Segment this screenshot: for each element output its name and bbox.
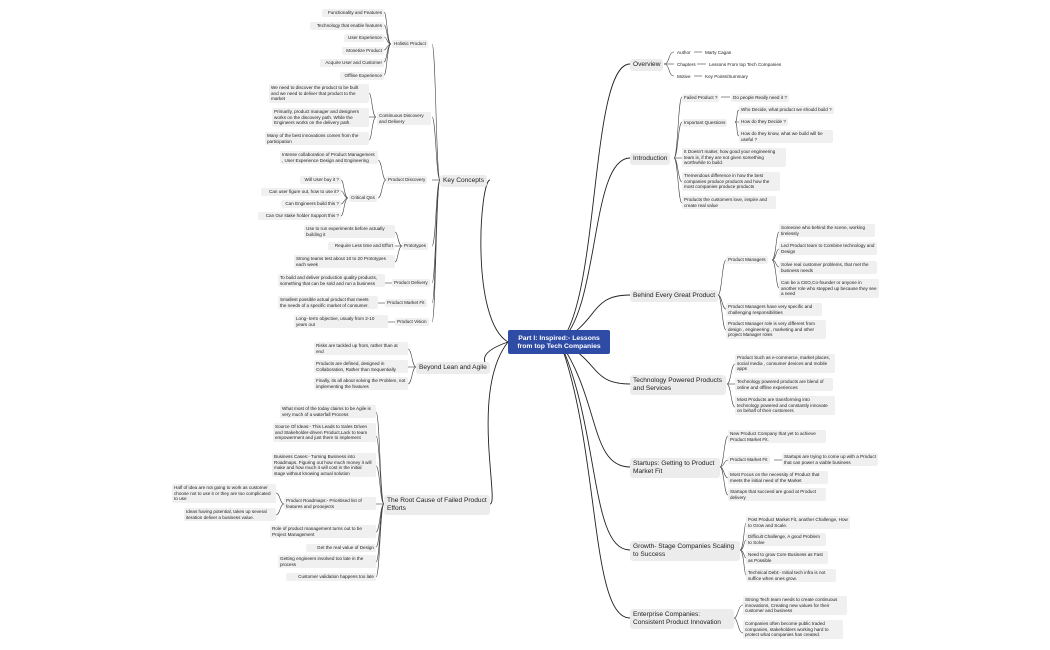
overview-chapters-key[interactable]: Chapters <box>677 62 696 67</box>
root-cause-waterfall[interactable]: What most of the today claims to be Agil… <box>280 405 376 419</box>
intro-question-3[interactable]: How do they know, what we build will be … <box>739 130 833 144</box>
intro-question-2[interactable]: How do they Decide ? <box>739 118 788 126</box>
enterprise-note-1[interactable]: Strong Tech team needs to create continu… <box>743 596 847 615</box>
continuous-item-2[interactable]: Primarily, product manager and designers… <box>272 108 369 127</box>
mvp-text[interactable]: Smallest possible actual product that me… <box>278 296 378 310</box>
topic-introduction[interactable]: Introduction <box>630 153 671 165</box>
root-cause-validation-late[interactable]: Customer validation happens too late <box>286 573 376 581</box>
topic-key-concepts[interactable]: Key Concepts <box>440 175 488 187</box>
topic-beyond-lean-agile[interactable]: Beyond Lean and Agile <box>416 362 490 374</box>
overview-author-key[interactable]: Author <box>677 50 691 55</box>
kc-product-market-fit[interactable]: Product Market Fit <box>385 299 427 307</box>
growth-note-3[interactable]: Need to grow Core Business as Fast as Po… <box>746 551 828 565</box>
behind-product-managers[interactable]: Product Managers <box>726 256 768 264</box>
growth-note-2[interactable]: Difficult Challenge, A good Problem to S… <box>746 533 826 547</box>
lean-item-2[interactable]: Products are defined, designed in Collab… <box>314 360 408 374</box>
critical-qn-4[interactable]: Can Our stake holder Support this ? <box>258 212 341 220</box>
topic-behind-every-great-product[interactable]: Behind Every Great Product <box>630 290 719 302</box>
roadmap-item-2[interactable]: Ideas having potential, takes up several… <box>184 508 276 522</box>
prototypes-item-1[interactable]: Use to run experiments before actually b… <box>304 225 395 239</box>
startups-note-2[interactable]: Most Focus on the necessity of Product t… <box>728 471 828 485</box>
root-cause-product-roadmaps[interactable]: Product Roadmaps:- Prioritised list of f… <box>284 497 376 511</box>
startups-note-3[interactable]: Startups that succeed are good at Produc… <box>728 488 826 502</box>
root-topic[interactable]: Part I: Inspired:- Lessons from top Tech… <box>508 330 610 354</box>
root-cause-project-management[interactable]: Role of product management turns out to … <box>270 525 376 539</box>
intro-failed-product[interactable]: Failed Product ? <box>682 94 720 102</box>
growth-note-4[interactable]: Technical Debt:- Initial tech infra is n… <box>746 569 836 583</box>
lean-item-1[interactable]: Risks are tackled up front, rather than … <box>314 342 408 356</box>
delivery-text[interactable]: To build and deliver production quality … <box>278 274 385 288</box>
prototypes-item-3[interactable]: Strong teams test about 10 to 20 Prototy… <box>294 255 395 269</box>
critical-qn-1[interactable]: Will User buy it ? <box>300 176 341 184</box>
topic-startups[interactable]: Startups: Getting to Product Market Fit <box>630 458 720 478</box>
critical-qn-3[interactable]: Can Engineers build this ? <box>281 200 341 208</box>
vision-text[interactable]: Long- term objective, usualy from 2-10 y… <box>294 315 388 329</box>
tech-note-2[interactable]: Technology powered products are blend of… <box>735 378 833 392</box>
kc-product-delivery[interactable]: Product Delivery <box>392 279 430 287</box>
tech-note-3[interactable]: Most Products are transforming into tech… <box>735 396 835 415</box>
behind-pm-2[interactable]: Led Product team to Combine technology a… <box>779 242 877 256</box>
holistic-item-1[interactable]: Functionality and Features <box>322 9 384 17</box>
behind-pm-1[interactable]: Someone who behind the scene, working ti… <box>779 224 875 238</box>
holistic-item-4[interactable]: Monetize Product <box>342 47 384 55</box>
overview-author-value[interactable]: Marty Cagan <box>705 50 732 55</box>
kc-product-vision[interactable]: Product Vision <box>395 318 429 326</box>
kc-prototypes[interactable]: Prototypes <box>402 242 428 250</box>
root-cause-value-of-design[interactable]: Get the real value of Design <box>306 544 376 552</box>
topic-overview[interactable]: Overview <box>630 59 664 71</box>
kc-product-discovery[interactable]: Product Discovery <box>386 176 428 184</box>
growth-note-1[interactable]: Post Product Market Fit, another Challen… <box>746 516 850 530</box>
behind-note-1[interactable]: Product Managers have very specific and … <box>726 303 822 317</box>
intro-failed-product-question[interactable]: Do people Really need it ? <box>731 94 789 102</box>
topic-root-cause-failed-efforts[interactable]: The Root Cause of Failed Product Efforts <box>384 495 490 515</box>
behind-note-2[interactable]: Product Manager role is very different f… <box>726 320 826 339</box>
root-cause-business-cases[interactable]: Business Cases:- Turning Business into R… <box>272 453 376 478</box>
intro-question-1[interactable]: Who Decide, what product we should build… <box>739 106 834 114</box>
discovery-critical-qns[interactable]: Critical Qns <box>349 194 377 202</box>
holistic-item-2[interactable]: Technology that enable features <box>310 22 384 30</box>
intro-important-questions[interactable]: Important Questions <box>682 119 728 127</box>
behind-pm-4[interactable]: Can be a CEO,Co-founder or anyone in ano… <box>779 279 879 298</box>
continuous-item-3[interactable]: Many of the best innovations comes from … <box>265 132 369 146</box>
overview-chapters-value[interactable]: Lessons From top Tech Companies <box>709 62 782 67</box>
continuous-item-1[interactable]: We need to discover the product to be bu… <box>269 84 369 103</box>
lean-item-3[interactable]: Finally, its all about solving the Probl… <box>314 377 408 391</box>
overview-motive-value[interactable]: Key Points/Summary <box>705 74 748 79</box>
tech-note-1[interactable]: Product Such as e-commerce, market place… <box>735 354 835 373</box>
discovery-collaboration[interactable]: Intense collaboration of Product Managem… <box>280 151 378 165</box>
enterprise-note-2[interactable]: Companies often become public traded com… <box>743 620 843 639</box>
startups-note-1[interactable]: New Product Company that yet to achieve … <box>728 430 826 444</box>
intro-note-1[interactable]: It Doesn't matter, how good your enginee… <box>682 148 786 167</box>
root-cause-source-of-ideas[interactable]: Source Of Ideas:- This Leads to Sales Dr… <box>273 423 376 442</box>
roadmap-item-1[interactable]: Half of idea are not going to work as cu… <box>172 484 276 503</box>
overview-motive-key[interactable]: Motive <box>677 74 691 79</box>
topic-growth-stage[interactable]: Growth- Stage Companies Scaling to Succe… <box>630 541 740 561</box>
kc-holistic-product[interactable]: Holistic Product <box>392 40 428 48</box>
kc-continuous-discovery-delivery[interactable]: Continuous Discovery and Delivery <box>377 112 431 126</box>
behind-pm-3[interactable]: Solve real customer problems, that met t… <box>779 261 877 275</box>
intro-note-3[interactable]: Products the customers love, inspire and… <box>682 196 776 210</box>
topic-technology-powered-products[interactable]: Technology Powered Products and Services <box>630 375 726 395</box>
holistic-item-6[interactable]: Offline Experience <box>340 72 384 80</box>
intro-note-2[interactable]: Tremendous difference in how the best co… <box>682 172 780 191</box>
topic-enterprise[interactable]: Enterprise Companies: Consistent Product… <box>630 609 734 629</box>
holistic-item-5[interactable]: Acquire User and Customer <box>320 59 384 67</box>
prototypes-item-2[interactable]: Require Less time and Effort <box>328 242 395 250</box>
startups-pmf-detail[interactable]: Startups are trying to come up with a Pr… <box>782 453 878 467</box>
root-cause-engineers-late[interactable]: Getting engineers involved too late in t… <box>278 555 376 569</box>
critical-qn-2[interactable]: Can user figure out, how to use it? <box>261 188 341 196</box>
holistic-item-3[interactable]: User Experience <box>344 34 384 42</box>
startups-product-market-fit[interactable]: Product Market Fit <box>728 456 770 464</box>
